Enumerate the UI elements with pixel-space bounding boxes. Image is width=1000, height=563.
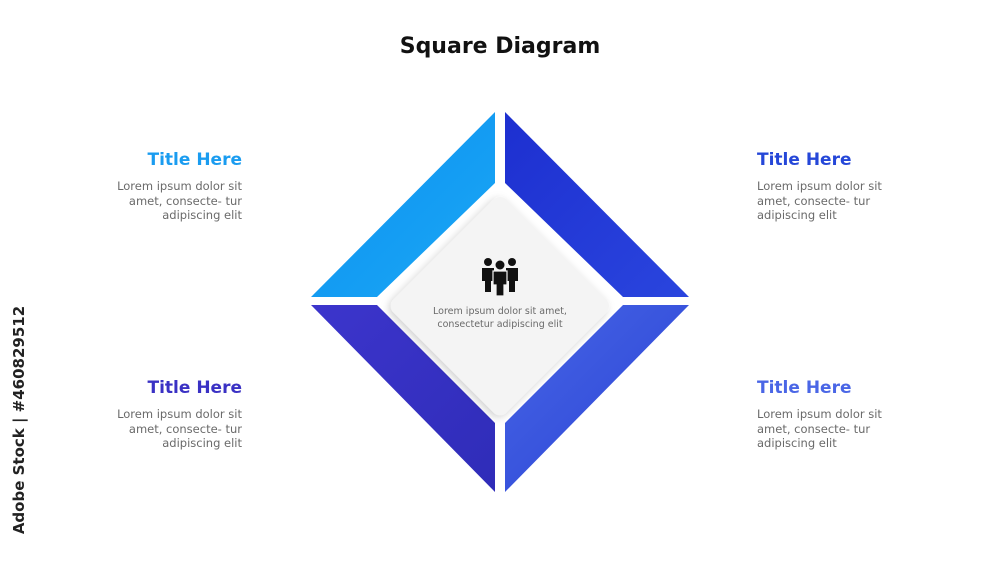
segment-bottom-left bbox=[311, 305, 495, 492]
diagram-title: Square Diagram bbox=[399, 34, 601, 59]
block-title: Title Here bbox=[147, 150, 243, 170]
info-block-top-right: Title Here Lorem ipsum dolor sit amet, c… bbox=[757, 150, 907, 223]
segment-top-right bbox=[505, 112, 689, 297]
block-text: Lorem ipsum dolor sit amet, consecte- tu… bbox=[117, 179, 242, 222]
block-text: Lorem ipsum dolor sit amet, consecte- tu… bbox=[757, 407, 882, 450]
stock-watermark: Adobe Stock | #460829512 bbox=[4, 306, 34, 534]
block-title: Title Here bbox=[757, 150, 852, 170]
segment-top-left bbox=[311, 112, 495, 297]
block-text: Lorem ipsum dolor sit amet, consecte- tu… bbox=[117, 407, 242, 450]
people-group-icon bbox=[482, 258, 518, 297]
center-text: Lorem ipsum dolor sit amet, consectetur … bbox=[433, 306, 567, 330]
block-title: Title Here bbox=[147, 378, 243, 398]
info-block-bottom-left: Title Here Lorem ipsum dolor sit amet, c… bbox=[92, 378, 242, 451]
segment-bottom-right bbox=[505, 305, 689, 492]
info-block-bottom-right: Title Here Lorem ipsum dolor sit amet, c… bbox=[757, 378, 907, 451]
center-diamond bbox=[391, 197, 609, 415]
block-text: Lorem ipsum dolor sit amet, consecte- tu… bbox=[757, 179, 882, 222]
watermark-text: Adobe Stock | #460829512 bbox=[10, 305, 28, 535]
info-block-top-left: Title Here Lorem ipsum dolor sit amet, c… bbox=[92, 150, 242, 223]
block-title: Title Here bbox=[757, 378, 852, 398]
